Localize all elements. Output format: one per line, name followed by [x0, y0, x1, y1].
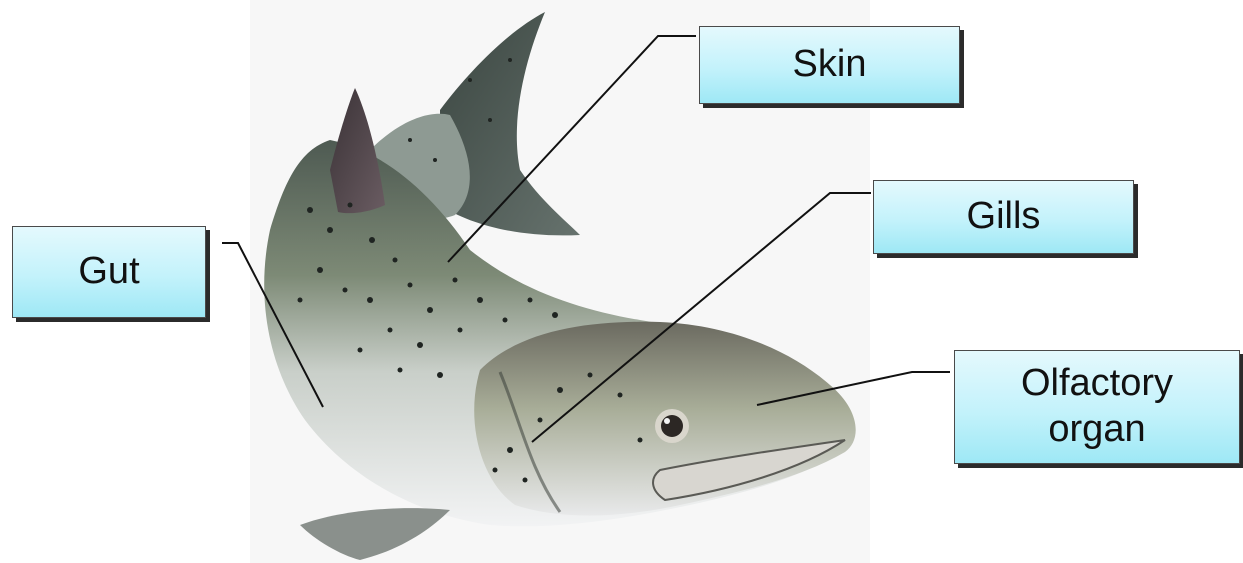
- label-olfactory-text: Olfactory organ: [1021, 361, 1173, 452]
- label-gut: Gut: [12, 226, 206, 318]
- label-olfactory-line1: Olfactory: [1021, 362, 1173, 404]
- fish-eye-highlight: [664, 418, 670, 424]
- label-gills-text: Gills: [967, 194, 1041, 240]
- label-olfactory-organ: Olfactory organ: [954, 350, 1240, 464]
- label-gills: Gills: [873, 180, 1134, 254]
- label-olfactory-line2: organ: [1048, 408, 1145, 450]
- label-skin: Skin: [699, 26, 960, 104]
- label-skin-text: Skin: [793, 42, 867, 88]
- fish-eye: [661, 415, 683, 437]
- pelvic-fin: [300, 508, 450, 560]
- label-gut-text: Gut: [78, 249, 139, 295]
